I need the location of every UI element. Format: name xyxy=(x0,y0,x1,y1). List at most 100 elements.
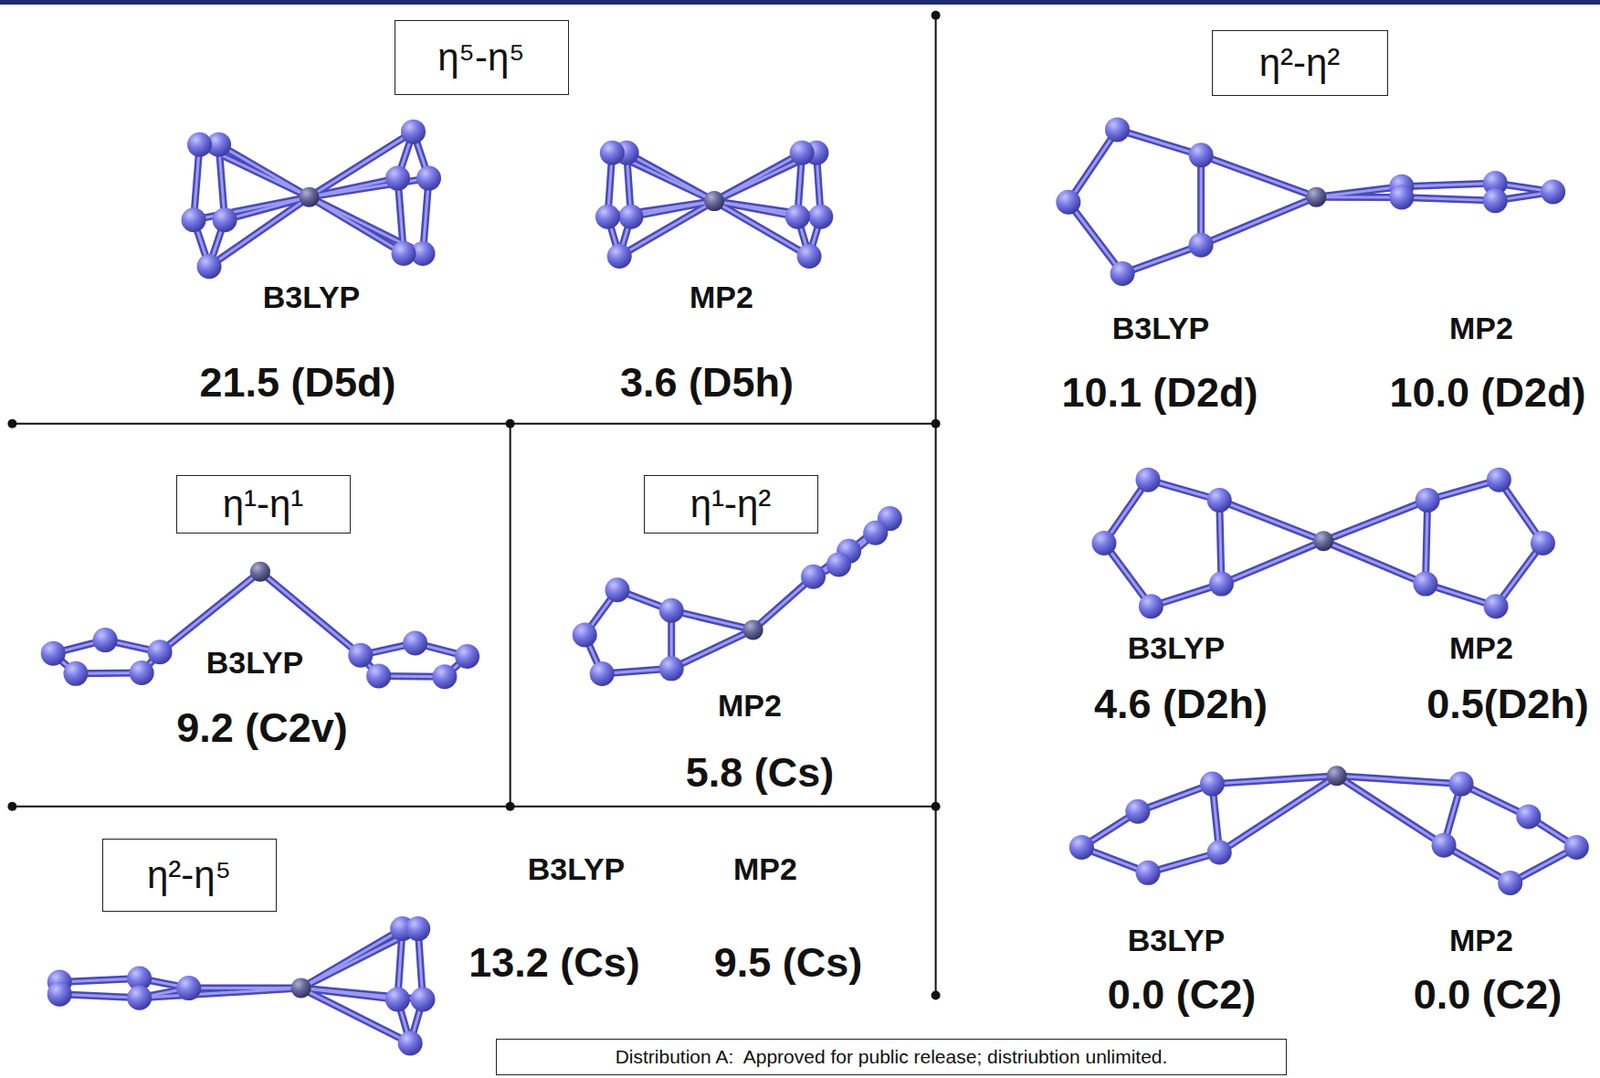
carbon-atom xyxy=(1497,870,1523,895)
bond xyxy=(1200,197,1316,246)
carbon-atom xyxy=(147,639,173,664)
carbon-atom xyxy=(126,985,152,1011)
carbon-atom xyxy=(1138,593,1164,619)
bond-highlight xyxy=(1401,182,1495,187)
carbon-atom xyxy=(1055,189,1081,215)
carbon-atom xyxy=(1515,803,1541,829)
grid-lines xyxy=(7,10,940,1000)
bond-highlight xyxy=(260,571,361,655)
hapticity-box: η²-η⁵ xyxy=(102,838,277,912)
bond xyxy=(1401,182,1495,187)
bond-highlight xyxy=(1401,197,1495,201)
carbon-atom xyxy=(454,643,480,669)
bond xyxy=(671,610,753,630)
carbon-atom xyxy=(391,241,417,266)
bond-highlight xyxy=(1425,500,1428,585)
bond xyxy=(309,131,414,198)
grid-dot xyxy=(931,10,941,21)
method-label: MP2 xyxy=(733,852,798,886)
carbon-atom xyxy=(863,520,888,546)
notice-box: Distribution A: Approved for public rele… xyxy=(495,1038,1287,1075)
energy-value: 0.0 (C2) xyxy=(1107,971,1257,1018)
carbon-atom xyxy=(1189,232,1214,258)
bond-highlight xyxy=(1219,500,1222,585)
carbon-atom xyxy=(1136,467,1161,493)
carbon-atom xyxy=(385,987,411,1012)
carbon-atom xyxy=(789,140,815,166)
carbon-atom xyxy=(659,655,685,681)
metal-atom xyxy=(1305,187,1327,208)
method-label: MP2 xyxy=(1449,923,1514,958)
carbon-atom xyxy=(398,1030,423,1055)
bond xyxy=(159,571,261,653)
method-label: MP2 xyxy=(1449,631,1514,665)
bond xyxy=(1197,155,1205,245)
metal-atom xyxy=(250,561,271,582)
bond xyxy=(1315,186,1401,197)
bond-highlight xyxy=(1221,540,1324,584)
carbon-atom xyxy=(197,253,222,279)
grid-line xyxy=(11,422,936,425)
bond-highlight xyxy=(1116,129,1201,156)
carbon-atom xyxy=(1389,184,1414,210)
energy-value: 0.0 (C2) xyxy=(1413,971,1563,1018)
bond xyxy=(1219,500,1324,542)
bond-highlight xyxy=(714,200,810,256)
bond-highlight xyxy=(1122,244,1201,274)
bond xyxy=(1323,500,1428,542)
carbon-atom xyxy=(47,981,73,1007)
bond xyxy=(139,988,302,999)
bond-highlight xyxy=(209,197,310,267)
carbon-atom xyxy=(800,564,826,590)
bond xyxy=(260,571,361,655)
bond-highlight xyxy=(1200,155,1203,245)
carbon-atom xyxy=(212,207,238,232)
bond xyxy=(1116,129,1201,156)
carbon-atom xyxy=(416,166,442,191)
method-label: MP2 xyxy=(1449,311,1514,346)
carbon-atom xyxy=(63,661,88,686)
carbon-atom xyxy=(1069,834,1095,860)
carbon-atom xyxy=(797,243,822,269)
energy-value: 0.5(D2h) xyxy=(1426,681,1590,727)
grid-dot xyxy=(7,801,17,811)
carbon-atom xyxy=(1530,530,1556,556)
hapticity-label: η⁵-η⁵ xyxy=(437,36,526,79)
energy-value: 5.8 (Cs) xyxy=(685,749,835,796)
grid-dot xyxy=(931,801,941,811)
method-label: B3LYP xyxy=(1127,923,1225,958)
carbon-atom xyxy=(600,140,625,166)
carbon-atom xyxy=(366,663,391,688)
bond xyxy=(1219,775,1337,853)
bond-highlight xyxy=(1315,186,1401,197)
carbon-atom xyxy=(402,630,428,655)
energy-value: 9.2 (C2v) xyxy=(176,705,348,751)
molecule xyxy=(1055,116,1566,286)
bond-highlight xyxy=(1068,201,1123,274)
metal-atom xyxy=(743,619,764,640)
energy-value: 13.2 (Cs) xyxy=(468,939,641,986)
carbon-atom xyxy=(431,663,457,689)
grid-dot xyxy=(931,419,941,429)
metal-atom xyxy=(1326,765,1348,786)
bond xyxy=(1401,197,1495,201)
metal-atom xyxy=(299,187,320,208)
bond-highlight xyxy=(1219,500,1324,542)
bond xyxy=(1068,201,1123,274)
carbon-atom xyxy=(1091,530,1116,556)
metal-atom xyxy=(1313,530,1334,551)
metal-atom xyxy=(291,978,312,999)
grid-line xyxy=(11,805,936,808)
molecules xyxy=(41,116,1590,1055)
energy-value: 10.1 (D2d) xyxy=(1061,369,1258,416)
carbon-atom xyxy=(385,166,411,191)
carbon-atom xyxy=(1483,188,1508,213)
hapticity-label: η²-η² xyxy=(1259,42,1341,85)
bond-highlight xyxy=(1219,775,1337,853)
method-label: B3LYP xyxy=(1112,311,1210,346)
carbon-atom xyxy=(129,660,155,685)
molecule xyxy=(595,140,833,269)
molecule xyxy=(1069,765,1590,895)
